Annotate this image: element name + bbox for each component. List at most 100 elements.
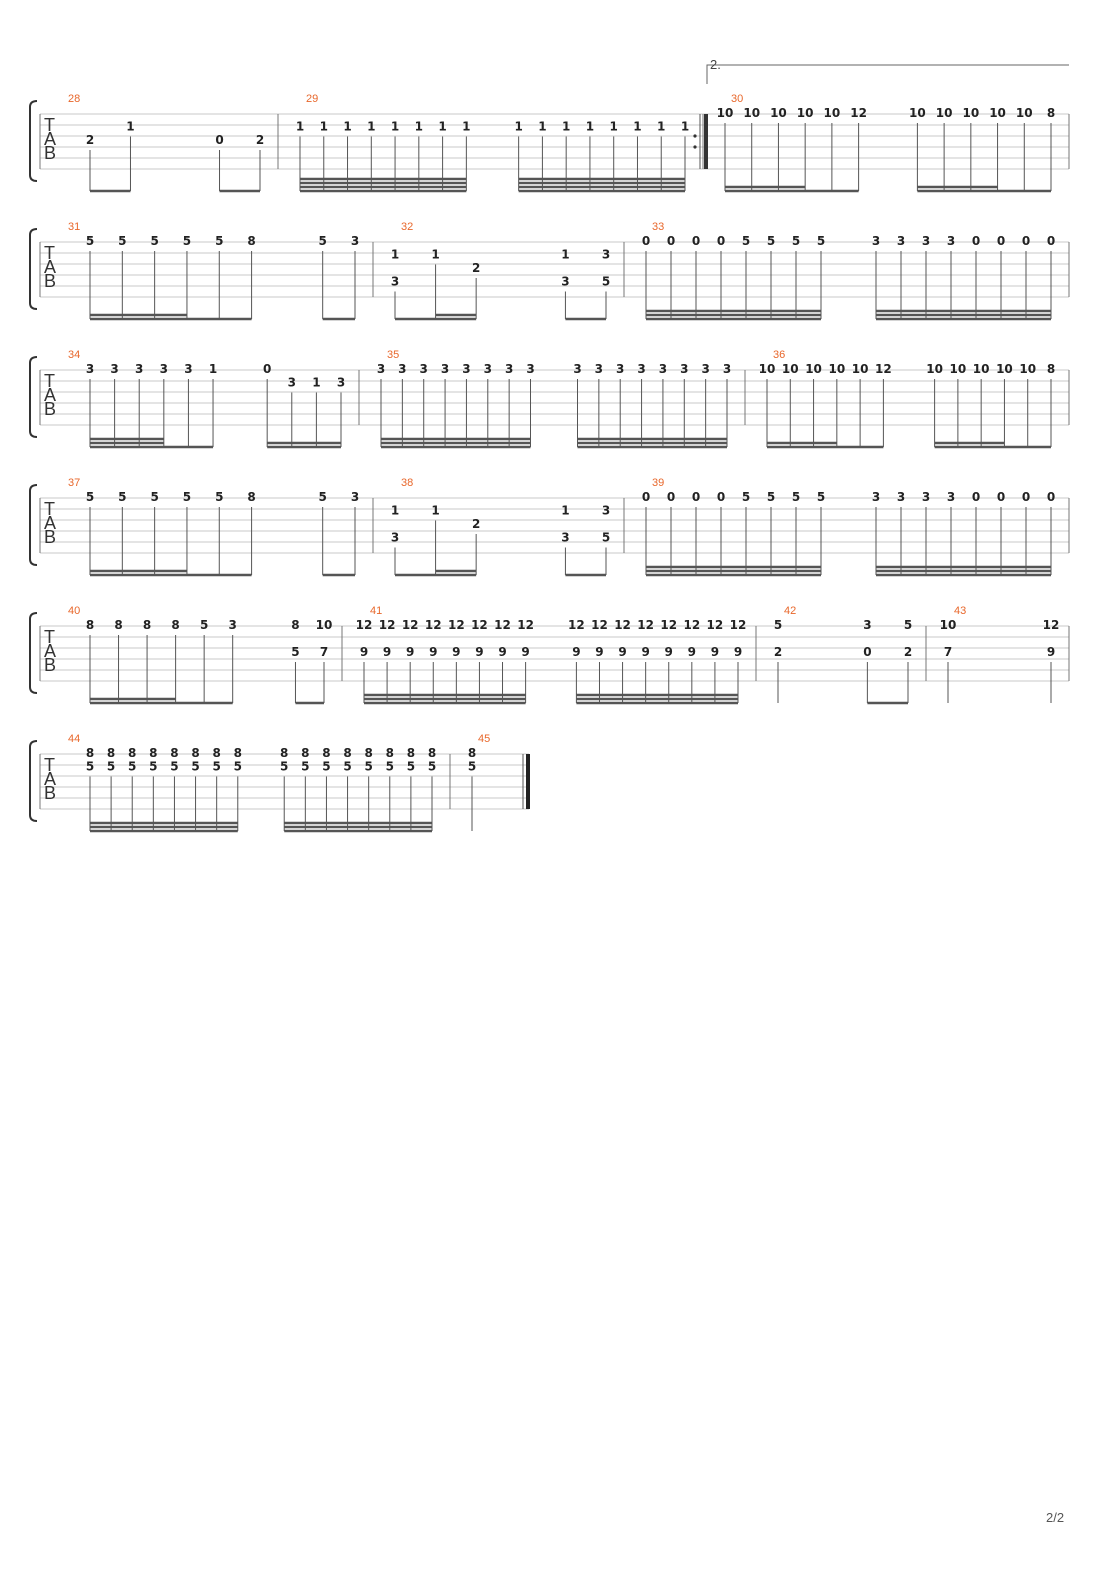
tab-clef-letter: A [44, 129, 56, 149]
fret-number: 5 [774, 618, 782, 632]
tab-clef-letter: B [44, 783, 56, 803]
tab-clef-letter: A [44, 769, 56, 789]
fret-number: 8 [170, 746, 178, 760]
fret-number: 0 [642, 234, 650, 248]
fret-number: 0 [717, 490, 725, 504]
fret-number: 3 [897, 490, 905, 504]
fret-number: 5 [200, 618, 208, 632]
fret-number: 5 [280, 760, 288, 774]
fret-number: 3 [602, 248, 610, 262]
fret-number: 3 [135, 362, 143, 376]
fret-number: 12 [356, 618, 373, 632]
fret-number: 12 [448, 618, 465, 632]
fret-number: 10 [950, 362, 967, 376]
fret-number: 1 [126, 120, 134, 134]
fret-number: 5 [428, 760, 436, 774]
fret-number: 5 [343, 760, 351, 774]
fret-number: 5 [183, 490, 191, 504]
fret-number: 9 [641, 645, 649, 659]
fret-number: 1 [312, 376, 320, 390]
fret-number: 3 [441, 362, 449, 376]
fret-number: 1 [561, 248, 569, 262]
fret-number: 5 [128, 760, 136, 774]
fret-number: 10 [770, 106, 787, 120]
fret-number: 3 [561, 531, 569, 545]
fret-number: 3 [659, 362, 667, 376]
fret-number: 7 [944, 645, 952, 659]
fret-number: 12 [591, 618, 608, 632]
fret-number: 3 [595, 362, 603, 376]
fret-number: 3 [526, 362, 534, 376]
fret-number: 5 [183, 234, 191, 248]
fret-number: 10 [1019, 362, 1036, 376]
fret-number: 5 [291, 645, 299, 659]
fret-number: 1 [431, 248, 439, 262]
fret-number: 3 [484, 362, 492, 376]
fret-number: 9 [711, 645, 719, 659]
fret-number: 10 [782, 362, 799, 376]
fret-number: 0 [972, 490, 980, 504]
fret-number: 9 [452, 645, 460, 659]
fret-number: 8 [107, 746, 115, 760]
fret-number: 2 [472, 517, 480, 531]
fret-number: 3 [184, 362, 192, 376]
fret-number: 1 [343, 120, 351, 134]
fret-number: 10 [316, 618, 333, 632]
fret-number: 1 [391, 248, 399, 262]
measure-number: 35 [387, 349, 399, 361]
fret-number: 0 [667, 234, 675, 248]
fret-number: 10 [973, 362, 990, 376]
fret-number: 10 [989, 106, 1006, 120]
fret-number: 0 [997, 490, 1005, 504]
fret-number: 5 [215, 490, 223, 504]
final-thick-line [526, 754, 530, 809]
fret-number: 10 [936, 106, 953, 120]
fret-number: 9 [688, 645, 696, 659]
measure-number: 28 [68, 93, 80, 105]
fret-number: 8 [407, 746, 415, 760]
fret-number: 5 [817, 490, 825, 504]
fret-number: 3 [377, 362, 385, 376]
fret-number: 0 [642, 490, 650, 504]
fret-number: 5 [319, 234, 327, 248]
fret-number: 8 [86, 746, 94, 760]
fret-number: 1 [320, 120, 328, 134]
fret-number: 1 [586, 120, 594, 134]
fret-number: 10 [852, 362, 869, 376]
fret-number: 3 [616, 362, 624, 376]
fret-number: 3 [723, 362, 731, 376]
fret-number: 8 [86, 618, 94, 632]
fret-number: 8 [428, 746, 436, 760]
fret-number: 8 [114, 618, 122, 632]
fret-number: 5 [149, 760, 157, 774]
tab-clef-letter: B [44, 399, 56, 419]
system-bracket [29, 740, 38, 822]
fret-number: 3 [398, 362, 406, 376]
fret-number: 12 [1043, 618, 1060, 632]
system-bracket [29, 356, 38, 438]
fret-number: 0 [667, 490, 675, 504]
fret-number: 8 [343, 746, 351, 760]
fret-number: 1 [610, 120, 618, 134]
fret-number: 12 [402, 618, 419, 632]
fret-number: 9 [521, 645, 529, 659]
fret-number: 12 [637, 618, 654, 632]
fret-number: 10 [926, 362, 943, 376]
fret-number: 9 [665, 645, 673, 659]
fret-number: 5 [792, 490, 800, 504]
fret-number: 10 [940, 618, 957, 632]
tab-clef-letter: T [44, 627, 55, 647]
fret-number: 3 [561, 275, 569, 289]
fret-number: 0 [1022, 234, 1030, 248]
fret-number: 3 [947, 490, 955, 504]
fret-number: 10 [1016, 106, 1033, 120]
tab-clef-letter: B [44, 271, 56, 291]
fret-number: 3 [573, 362, 581, 376]
fret-number: 3 [872, 490, 880, 504]
measure-number: 38 [401, 477, 413, 489]
fret-number: 5 [118, 490, 126, 504]
fret-number: 8 [280, 746, 288, 760]
